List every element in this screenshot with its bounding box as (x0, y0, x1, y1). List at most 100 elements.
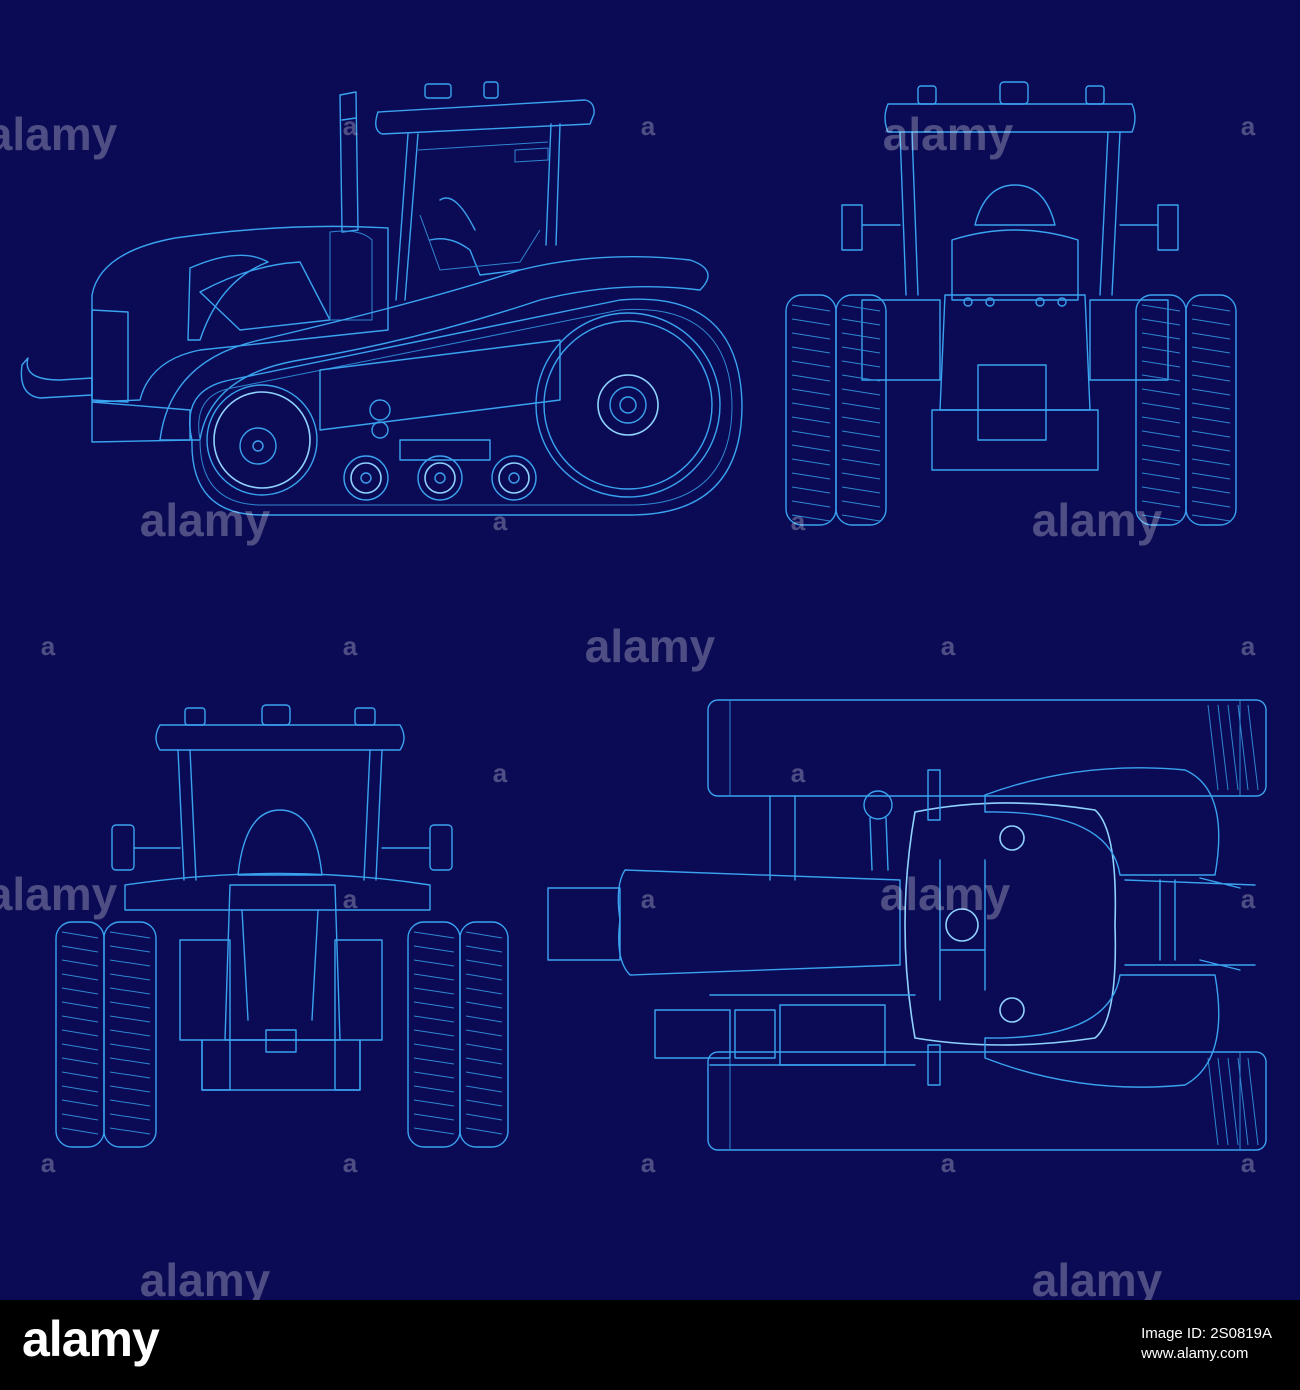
watermark-glyph: a (1241, 111, 1256, 141)
tread-line (791, 388, 831, 396)
tread-line (1141, 444, 1181, 452)
tread-line (791, 444, 831, 452)
tread-line (61, 1043, 99, 1051)
tread-line (791, 332, 831, 340)
tread-line (1191, 416, 1231, 424)
tread-line (1237, 1057, 1249, 1146)
tread-line (413, 1057, 455, 1065)
watermark-glyph: a (493, 506, 508, 536)
tread-line (465, 987, 503, 995)
tread-line (791, 402, 831, 410)
tread-line (791, 430, 831, 438)
tread-line (841, 346, 881, 354)
tread-line (1247, 1057, 1259, 1146)
tread-line (1141, 388, 1181, 396)
tread-line (1141, 374, 1181, 382)
tread-line (109, 945, 151, 953)
watermark-glyph: a (1241, 631, 1256, 661)
site-url: www.alamy.com (1141, 1345, 1249, 1362)
tread-line (61, 973, 99, 981)
tread-line (791, 304, 831, 312)
watermark-glyph: a (343, 631, 358, 661)
tread-line (413, 1071, 455, 1079)
tread-line (791, 458, 831, 466)
blueprint-canvas: alamy alamy alamy alamy alamy alamy alam… (0, 81, 1267, 1300)
tread-line (61, 1127, 99, 1135)
tread-line (61, 1001, 99, 1009)
tread-line (465, 1099, 503, 1107)
tread-line (791, 360, 831, 368)
tread-line (61, 1099, 99, 1107)
watermark-glyph: a (41, 1148, 56, 1178)
watermark-text: alamy (140, 1254, 271, 1300)
watermark-glyph: a (41, 631, 56, 661)
tread-line (1191, 402, 1231, 410)
tread-line (413, 1001, 455, 1009)
tread-line (465, 1085, 503, 1093)
tread-line (1191, 444, 1231, 452)
tread-line (1191, 318, 1231, 326)
tread-line (1191, 458, 1231, 466)
tread-line (465, 973, 503, 981)
alamy-logo: alamy (22, 1311, 160, 1367)
tread-line (791, 472, 831, 480)
tread-line (413, 945, 455, 953)
image-id: Image ID: 2S0819A (1141, 1325, 1272, 1342)
tread-line (1217, 704, 1229, 791)
tread-line (465, 945, 503, 953)
tread-line (1191, 332, 1231, 340)
tread-line (109, 1127, 151, 1135)
tread-line (1141, 304, 1181, 312)
watermark-glyph: a (343, 884, 358, 914)
tread-line (109, 1099, 151, 1107)
watermark-glyph: a (343, 111, 358, 141)
tread-line (61, 1113, 99, 1121)
tread-line (61, 1071, 99, 1079)
watermark-glyph: a (641, 884, 656, 914)
tread-line (791, 500, 831, 508)
tread-line (791, 374, 831, 382)
tread-line (413, 1085, 455, 1093)
tread-line (109, 1071, 151, 1079)
image-info: Image ID: 2S0819A www.alamy.com (1141, 1324, 1272, 1364)
tread-line (1191, 346, 1231, 354)
tread-line (465, 1127, 503, 1135)
tread-line (413, 1029, 455, 1037)
tread-line (109, 931, 151, 939)
watermark-text: alamy (0, 868, 118, 920)
tread-line (841, 332, 881, 340)
rear-view (785, 81, 1237, 526)
tread-line (413, 973, 455, 981)
tread-line (841, 318, 881, 326)
tread-line (465, 1113, 503, 1121)
front-view (55, 704, 509, 1148)
tread-line (109, 1113, 151, 1121)
tread-line (1207, 704, 1219, 791)
watermark-glyph: a (1241, 1148, 1256, 1178)
tread-line (841, 486, 881, 494)
tread-line (413, 1113, 455, 1121)
watermark-glyph: a (641, 111, 656, 141)
tread-line (61, 1029, 99, 1037)
tread-line (61, 987, 99, 995)
tread-line (61, 931, 99, 939)
tread-line (841, 388, 881, 396)
tread-line (61, 945, 99, 953)
tread-line (465, 959, 503, 967)
tread-line (413, 1015, 455, 1023)
tread-line (791, 486, 831, 494)
tread-line (61, 959, 99, 967)
tread-line (1141, 500, 1181, 508)
tread-line (841, 444, 881, 452)
tread-line (109, 1015, 151, 1023)
watermark-glyph: a (941, 1148, 956, 1178)
tread-line (1191, 374, 1231, 382)
watermark-glyph: a (493, 758, 508, 788)
tread-line (61, 1015, 99, 1023)
tread-line (465, 1001, 503, 1009)
watermark-glyph: a (791, 506, 806, 536)
tread-line (1141, 514, 1181, 522)
tread-line (109, 987, 151, 995)
watermark-glyph: a (343, 1148, 358, 1178)
tread-line (109, 1029, 151, 1037)
